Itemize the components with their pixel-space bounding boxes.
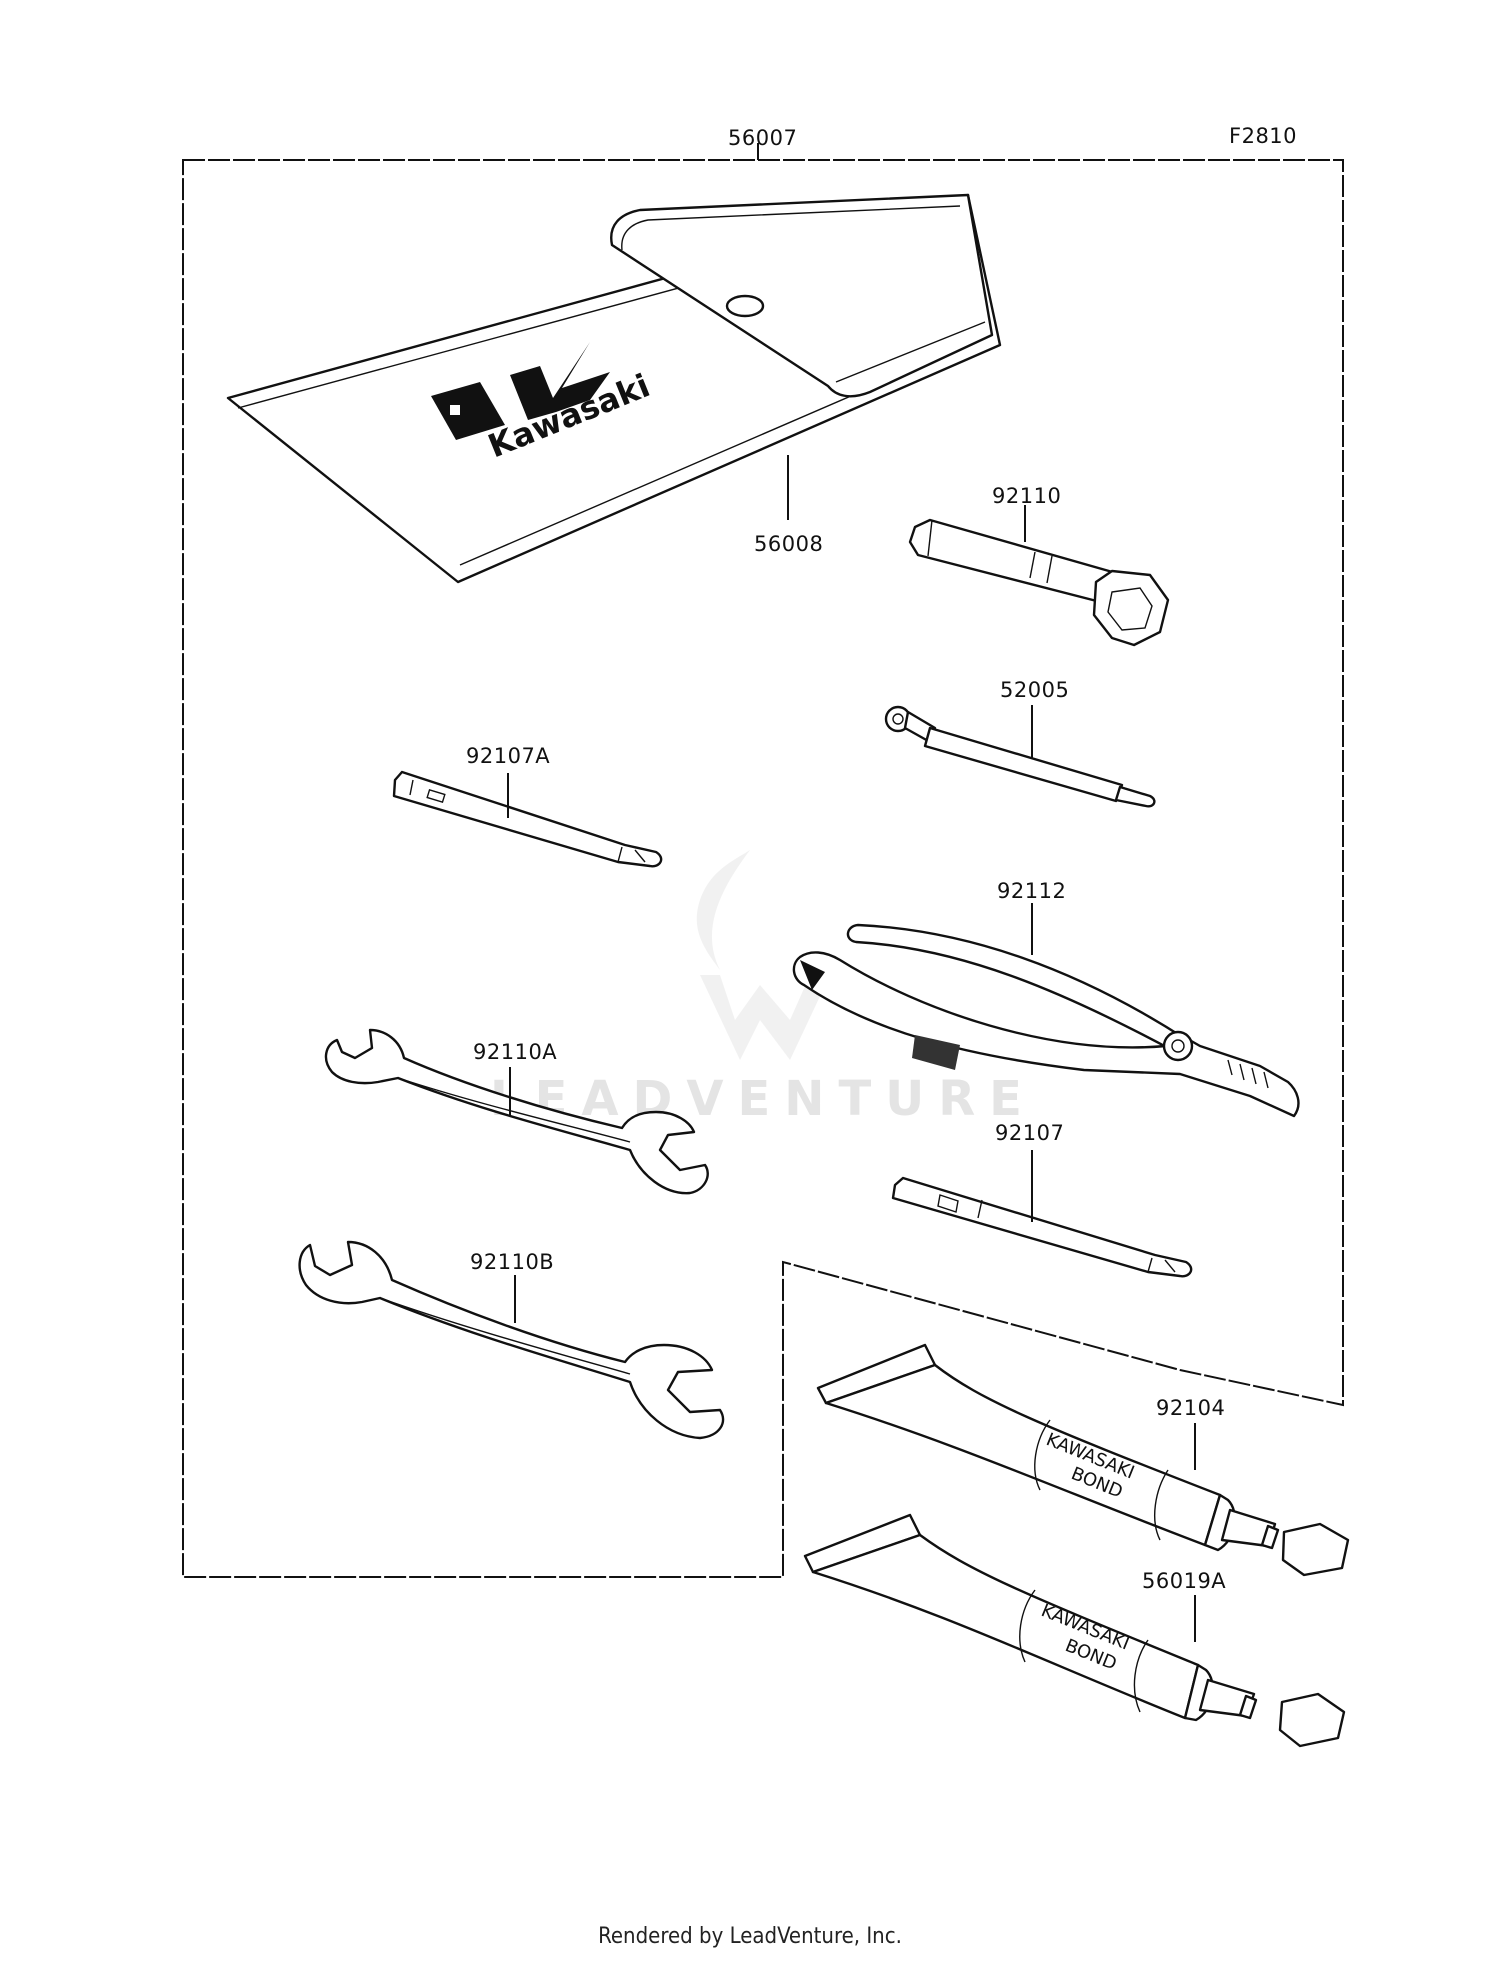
part-number-92110B: 92110B [470, 1250, 554, 1274]
watermark-logo-icon [696, 850, 830, 1060]
tool-pouch: Kawasaki [226, 193, 1002, 584]
screwdriver-bit-a [392, 770, 663, 868]
kawasaki-logo-icon [431, 342, 610, 440]
part-number-92107: 92107 [995, 1121, 1064, 1145]
pliers [792, 923, 1300, 1118]
spark-plug-wrench [908, 518, 1170, 647]
part-number-92112: 92112 [997, 879, 1066, 903]
open-end-wrench-a [324, 1028, 709, 1195]
part-number-92104: 92104 [1156, 1396, 1225, 1420]
part-number-56008: 56008 [754, 532, 823, 556]
kit-outline [182, 143, 1344, 1578]
bond-tube [816, 1343, 1350, 1577]
bond-tube-a [803, 1513, 1346, 1748]
snap-button-icon [725, 294, 765, 318]
part-number-92110A: 92110A [473, 1040, 557, 1064]
part-number-92107A: 92107A [466, 744, 550, 768]
figure-code: F2810 [1229, 124, 1297, 148]
part-number-56019A: 56019A [1142, 1569, 1226, 1593]
screwdriver-bit [891, 1176, 1193, 1278]
open-end-wrench-b [298, 1240, 725, 1440]
part-number-52005: 52005 [1000, 678, 1069, 702]
part-number-92110: 92110 [992, 484, 1061, 508]
footer-credit: Rendered by LeadVenture, Inc. [598, 1924, 902, 1949]
part-number-56007: 56007 [728, 126, 797, 150]
screwdriver-handle [884, 705, 1156, 808]
